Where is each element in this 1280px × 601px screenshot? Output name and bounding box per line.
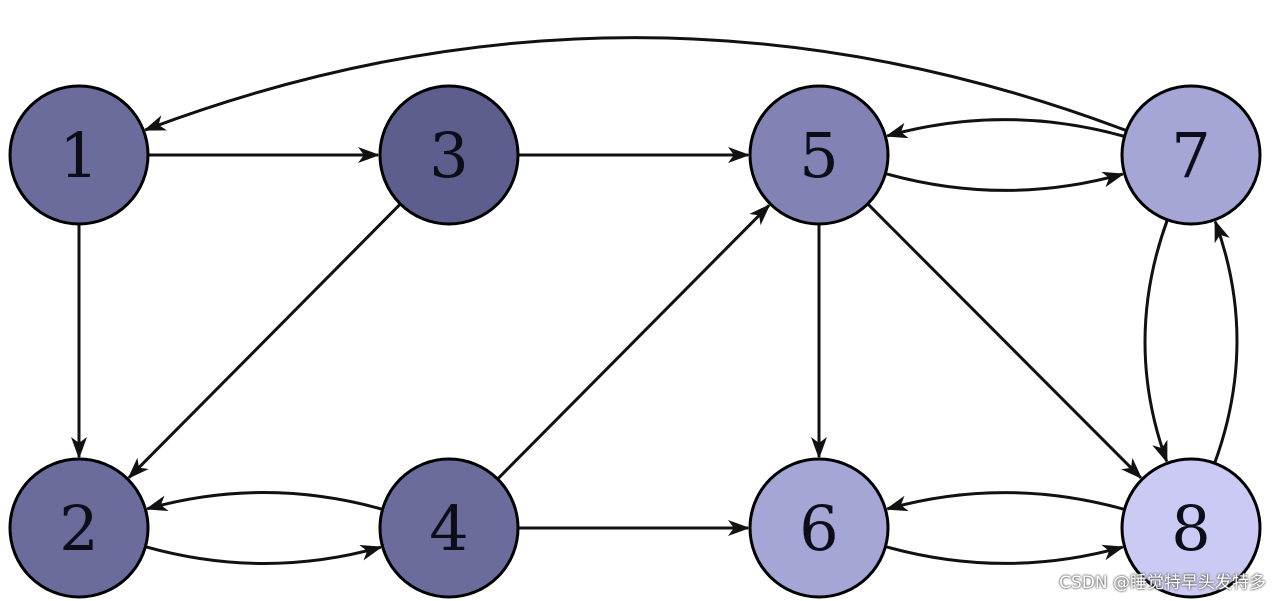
node-circle-2 bbox=[8, 457, 150, 599]
node-circle-6 bbox=[748, 457, 890, 599]
edge-2-to-4 bbox=[145, 544, 383, 565]
edge-4-to-2 bbox=[145, 491, 383, 512]
edge-5-to-7 bbox=[885, 171, 1125, 192]
node-circle-4 bbox=[378, 457, 520, 599]
watermark-text: CSDN @睡觉特早头发特多 bbox=[1059, 573, 1266, 593]
edges-layer bbox=[71, 36, 1239, 565]
node-label-2: 2 bbox=[59, 492, 98, 565]
node-label-6: 6 bbox=[799, 492, 838, 565]
node-3: 3 bbox=[378, 84, 520, 226]
node-circle-8 bbox=[1120, 457, 1262, 599]
edge-7-to-1 bbox=[143, 36, 1127, 133]
node-circle-1 bbox=[8, 84, 150, 226]
node-4: 4 bbox=[378, 457, 520, 599]
edge-8-to-6 bbox=[885, 491, 1125, 512]
edge-5-to-8 bbox=[866, 202, 1143, 480]
node-circle-5 bbox=[748, 84, 890, 226]
node-label-3: 3 bbox=[429, 119, 468, 192]
edge-8-to-7 bbox=[1213, 219, 1239, 464]
node-2: 2 bbox=[8, 457, 150, 599]
node-6: 6 bbox=[748, 457, 890, 599]
edge-4-to-5 bbox=[496, 203, 771, 481]
edge-7-to-5 bbox=[885, 118, 1125, 139]
nodes-layer: 1 2 3 4 5 6 7 8 bbox=[8, 84, 1262, 599]
edge-6-to-8 bbox=[885, 544, 1125, 565]
node-1: 1 bbox=[8, 84, 150, 226]
node-7: 7 bbox=[1120, 84, 1262, 226]
node-label-1: 1 bbox=[59, 119, 98, 192]
node-5: 5 bbox=[748, 84, 890, 226]
edge-3-to-2 bbox=[127, 202, 402, 480]
node-label-4: 4 bbox=[429, 492, 468, 565]
node-label-8: 8 bbox=[1171, 492, 1210, 565]
node-circle-3 bbox=[378, 84, 520, 226]
edge-7-to-8 bbox=[1143, 219, 1169, 464]
node-label-5: 5 bbox=[799, 119, 838, 192]
node-label-7: 7 bbox=[1171, 119, 1210, 192]
node-8: 8 bbox=[1120, 457, 1262, 599]
node-circle-7 bbox=[1120, 84, 1262, 226]
